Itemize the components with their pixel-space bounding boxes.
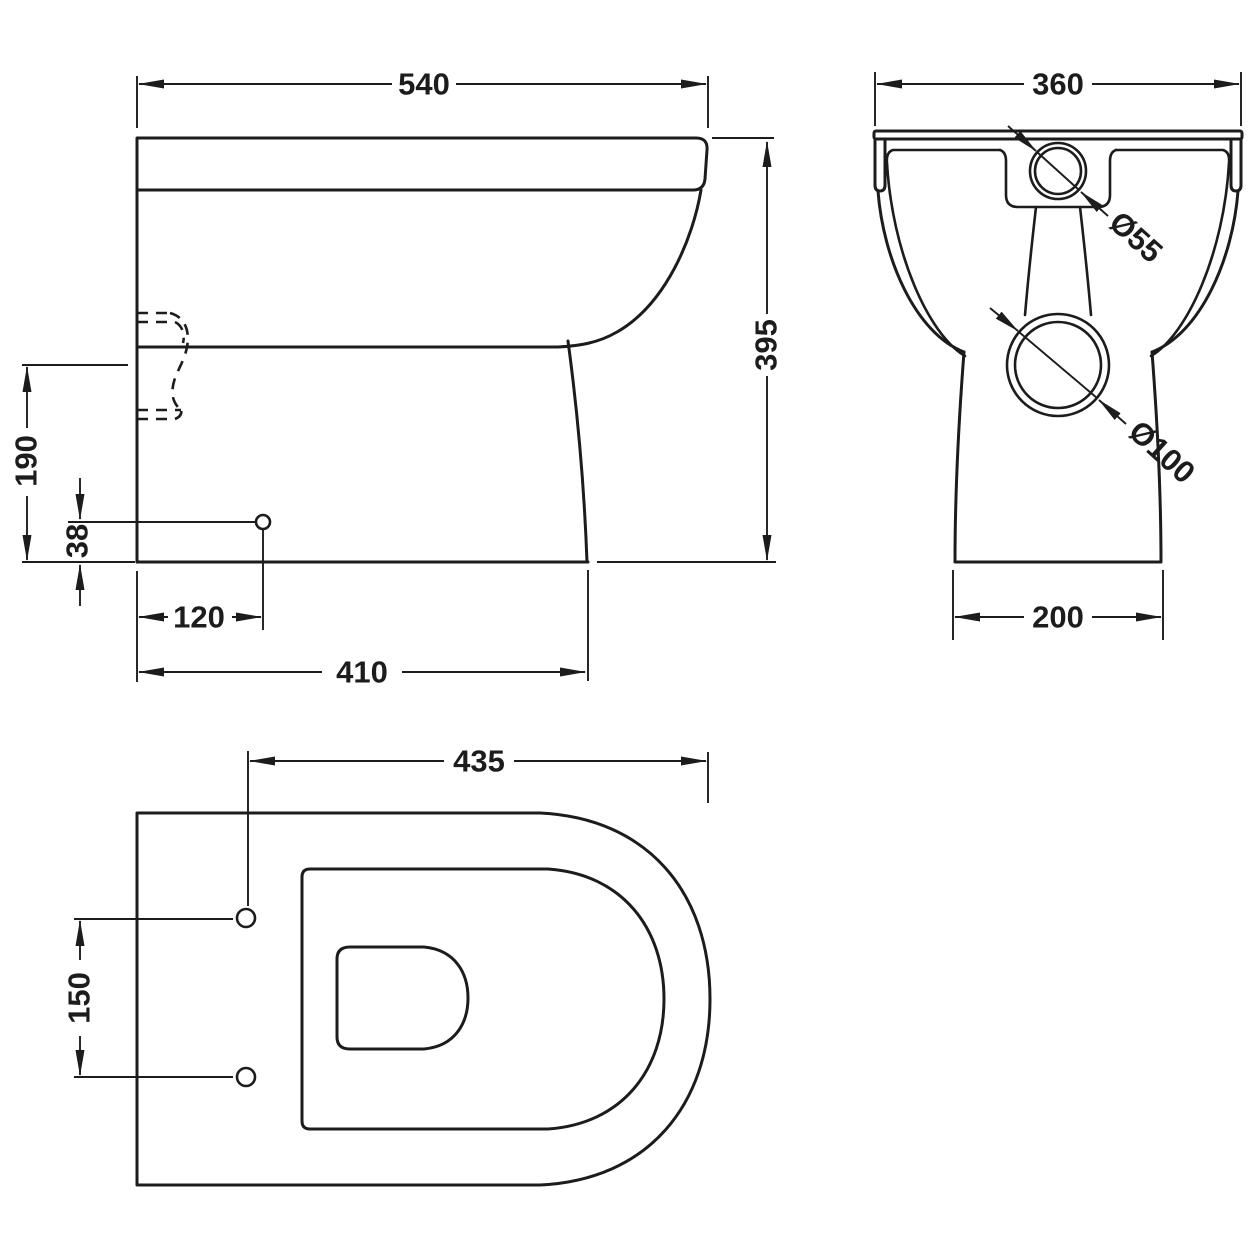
dim-190-label: 190 bbox=[9, 435, 44, 487]
dim-soil-pipe-centre-height: 190 bbox=[9, 364, 135, 563]
front-view: 360 Ø55 Ø100 200 bbox=[872, 67, 1244, 640]
front-outlet-circle-inner bbox=[1013, 320, 1103, 410]
dim-fixing-hole-height: 38 bbox=[60, 478, 255, 606]
front-pedestal-outline bbox=[953, 350, 1163, 564]
dim-base-depth: 410 bbox=[138, 570, 589, 690]
front-inlet-recess bbox=[998, 148, 1118, 209]
front-outlet-circle-outer bbox=[1005, 312, 1111, 418]
front-inner-profile-right bbox=[1114, 148, 1231, 358]
side-fixing-hole bbox=[254, 513, 272, 531]
top-seat-ring bbox=[300, 867, 666, 1131]
dim-395-extension-lines bbox=[597, 137, 776, 563]
front-bowl-outer-curves bbox=[876, 189, 1240, 354]
top-outer-rim bbox=[135, 811, 712, 1187]
top-fixing-hole-front bbox=[235, 1066, 257, 1088]
dim-100-diameter-line bbox=[1018, 331, 1098, 399]
dim-fixing-hole-spacing: 150 bbox=[62, 918, 233, 1078]
front-inlet-circle-outer bbox=[1028, 141, 1088, 201]
dim-190-extension-lines bbox=[22, 364, 135, 563]
front-mounting-tabs bbox=[873, 138, 1243, 193]
dim-360-label: 360 bbox=[1032, 67, 1084, 102]
dim-overall-height: 395 bbox=[597, 137, 784, 563]
dim-100-leader-bottom bbox=[1098, 399, 1127, 425]
top-bowl-opening bbox=[335, 945, 470, 1051]
front-flush-funnel bbox=[1023, 205, 1093, 317]
dim-100-leader-top bbox=[989, 307, 1019, 332]
top-view: 435 150 bbox=[62, 744, 712, 1187]
side-bowl-curve bbox=[135, 188, 703, 349]
dim-200-witness-lines bbox=[952, 570, 1164, 640]
dim-overall-width: 360 bbox=[874, 67, 1242, 126]
front-top-rim bbox=[872, 129, 1244, 141]
front-inlet-circle-inner bbox=[1033, 146, 1083, 196]
dim-150-extension-lines bbox=[74, 918, 233, 1078]
dim-120-label: 120 bbox=[173, 600, 225, 635]
dim-395-label: 395 bbox=[749, 319, 784, 371]
side-soil-pipe-hidden-outline bbox=[137, 311, 190, 421]
front-inner-profile-left bbox=[885, 148, 1002, 358]
dim-55-leader-bottom bbox=[1080, 191, 1109, 217]
dim-overall-depth: 540 bbox=[136, 67, 709, 128]
dim-fixing-hole-setback: 120 bbox=[136, 571, 262, 682]
dim-540-label: 540 bbox=[398, 67, 450, 102]
dim-435-label: 435 bbox=[453, 744, 505, 779]
dim-55-leader-top bbox=[1007, 125, 1037, 152]
dim-410-label: 410 bbox=[336, 655, 388, 690]
side-seat-outline bbox=[135, 136, 709, 564]
dim-150-label: 150 bbox=[62, 972, 97, 1024]
dim-38-label: 38 bbox=[60, 524, 95, 558]
dim-55-diameter-line bbox=[1036, 151, 1080, 191]
side-pedestal-front-edge bbox=[566, 339, 589, 564]
dim-seat-depth: 435 bbox=[247, 744, 709, 906]
dim-100-label: Ø100 bbox=[1122, 414, 1202, 491]
dim-200-label: 200 bbox=[1032, 600, 1084, 635]
dim-435-witness-lines bbox=[247, 751, 709, 906]
dim-base-width: 200 bbox=[952, 570, 1164, 640]
dim-55-label: Ø55 bbox=[1103, 204, 1170, 269]
side-view: 540 395 190 38 120 bbox=[9, 67, 784, 690]
top-fixing-hole-rear bbox=[235, 907, 257, 929]
dim-360-witness-lines bbox=[874, 72, 1242, 126]
dim-540-witness-lines bbox=[136, 76, 709, 128]
